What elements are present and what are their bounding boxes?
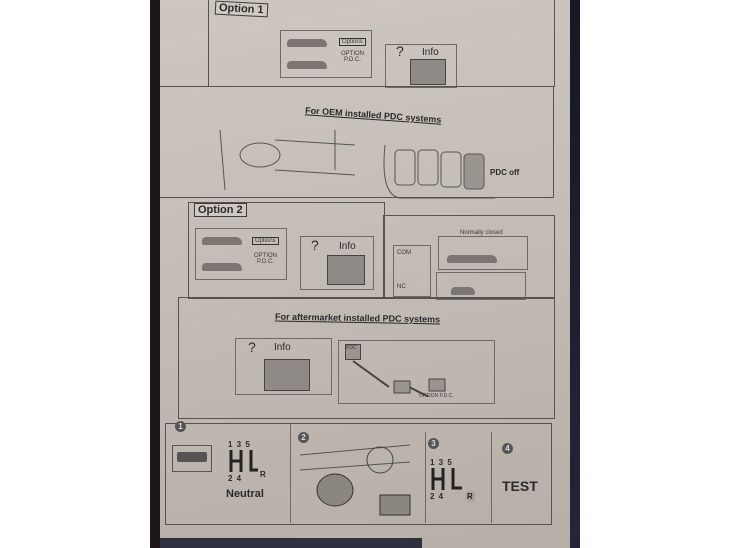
option-pdc-text: OPTION P.D.C. [419,393,454,399]
option1-menu-diagram: Options OPTION P.D.C. [280,30,372,78]
gear-reverse: R [260,470,267,479]
option1-label: Option 1 [214,0,268,18]
gear-shift-icon [229,450,258,472]
gear-numbers-top: 1 3 5 [430,458,453,467]
instruction-sheet: Option 1 Options OPTION P.D.C. ? Info Fo… [160,0,570,548]
steps-panel [165,423,552,525]
oem-panel [160,86,554,198]
option2-panel [188,202,385,299]
info-label: Info [339,241,356,252]
aftermarket-panel [178,297,555,419]
tow-bar-socket-illustration [300,444,411,516]
step-3 [425,432,492,523]
relay-panel [383,215,555,299]
relay-contacts: COM NC [393,245,431,297]
nc-label: NC [397,284,406,290]
manual-book-icon [410,59,446,85]
question-icon: ? [396,43,404,59]
options-button: Options [339,38,366,46]
info-label: Info [422,47,439,58]
footer-strip [160,538,422,548]
step-2-number: 2 [298,432,309,443]
pdc-off-label: PDC off [490,168,520,177]
question-icon: ? [248,339,256,355]
car-diagram [436,272,526,300]
car-with-trailer-diagram [438,236,528,270]
pdc-switch-panel [383,144,495,199]
gear-numbers-bottom: 2 4 [430,492,445,501]
question-icon: ? [311,237,319,253]
gear-numbers-top: 1 3 5 [228,440,251,449]
com-label: COM [397,250,411,256]
option-pdc-text: OPTION P.D.C. [341,51,365,63]
step-1-number: 1 [175,421,186,432]
option2-info-panel: ? Info [300,236,374,290]
control-unit-icon [172,445,212,472]
normally-closed-label: Normally closed [460,230,503,236]
options-button: Options [252,237,279,245]
neutral-caption: Neutral [226,488,264,500]
option-pdc-text: OPTION P.D.C. [254,253,278,265]
info-label: Info [274,342,291,353]
gear-shift-icon [431,468,462,490]
gear-reverse-highlighted: R [465,490,476,503]
test-caption: TEST [502,478,538,494]
option2-menu-diagram: Options OPTION P.D.C. [195,228,287,280]
step-4-number: 4 [502,443,513,454]
option1-info-panel: ? Info [385,43,457,88]
step-3-number: 3 [428,438,439,449]
step-1 [165,423,291,523]
wiring-diagram: PDC OPTION P.D.C. [338,340,495,404]
manual-book-icon [264,359,310,391]
gear-numbers-bottom: 2 4 [228,474,243,483]
option2-label: Option 2 [194,203,247,217]
background-left [150,0,162,548]
manual-book-icon [327,255,365,285]
dashboard-illustration [219,129,355,190]
pdc-module-icon: PDC [345,344,361,360]
aftermarket-info-panel: ? Info [235,338,332,395]
